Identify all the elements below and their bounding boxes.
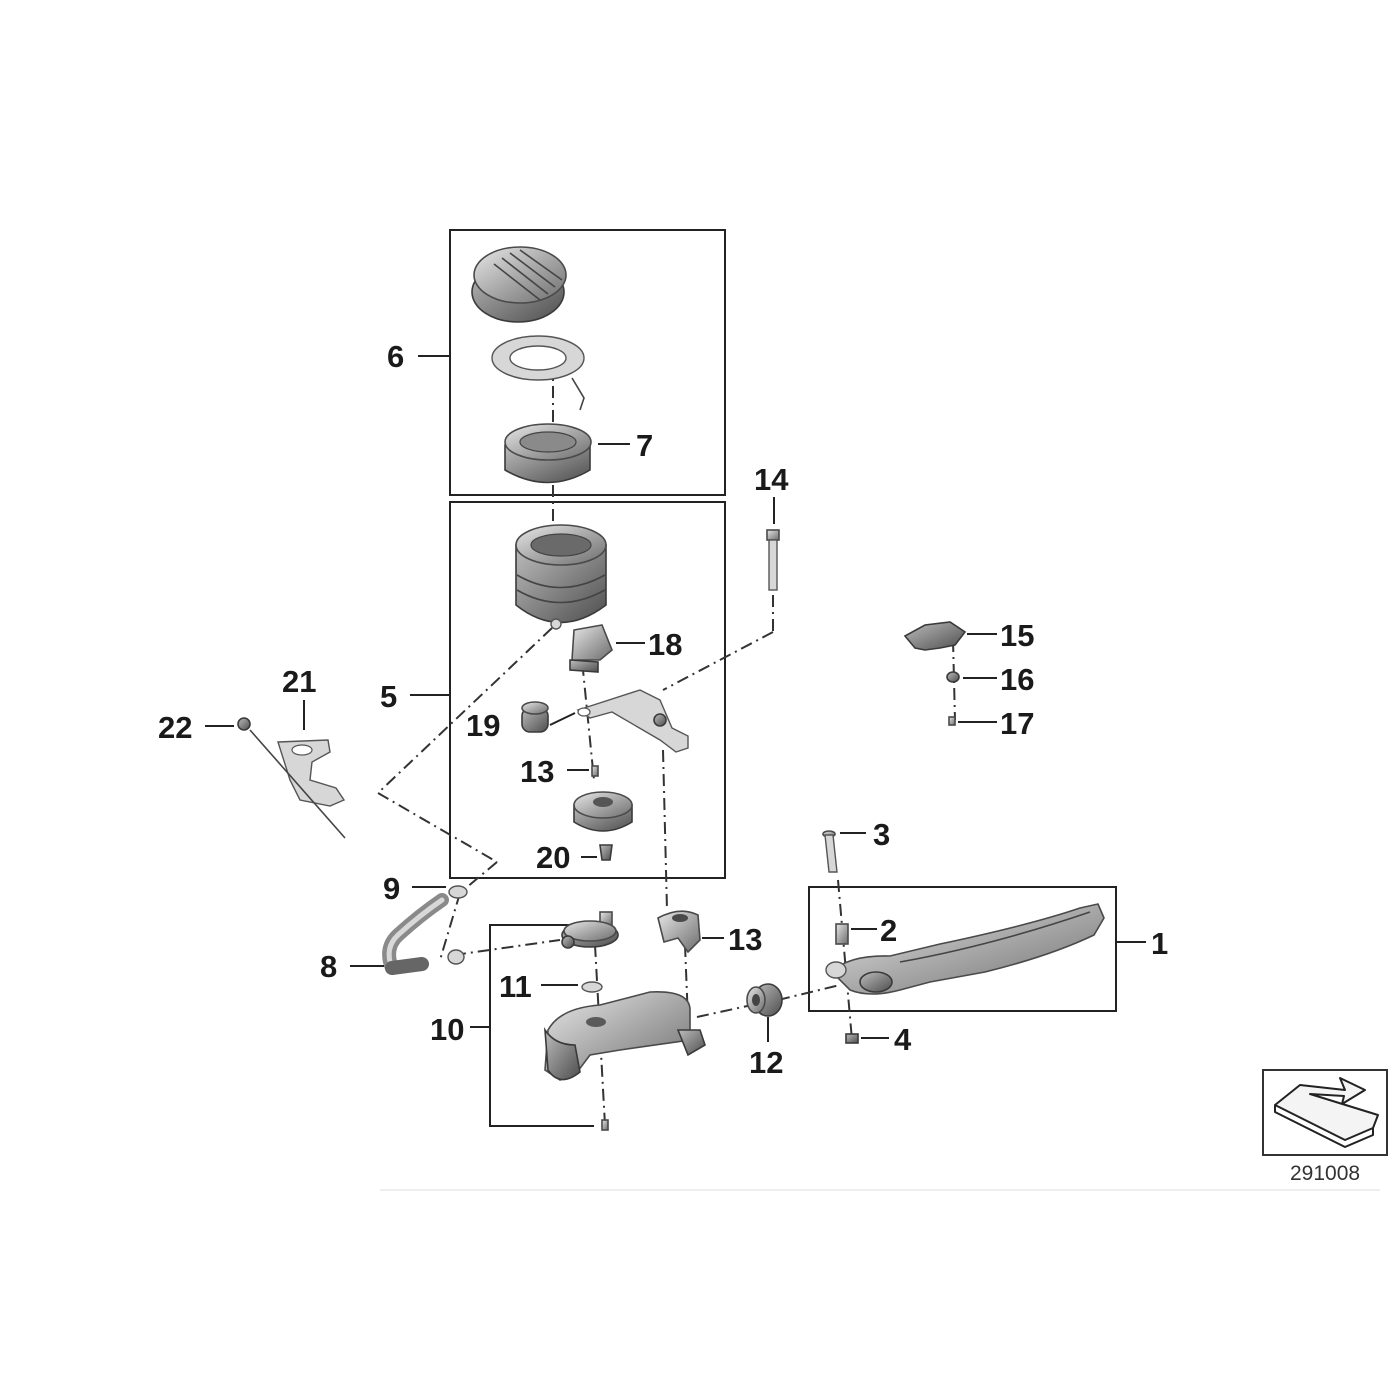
callout-3: 3 (873, 817, 890, 852)
reservoir-cap-frame (449, 229, 726, 496)
reference-number: 291008 (1290, 1162, 1360, 1185)
bracket-21 (277, 739, 346, 807)
callout-18: 18 (648, 627, 682, 662)
handlebar-clamp-13 (657, 910, 701, 954)
callout-5: 5 (380, 679, 397, 714)
callout-4: 4 (894, 1022, 912, 1057)
callout-12: 12 (749, 1045, 783, 1080)
callout-21: 21 (282, 664, 316, 699)
callout-17: 17 (1000, 706, 1034, 741)
callout-13-upper: 13 (520, 754, 554, 789)
callout-2: 2 (880, 913, 897, 948)
screw-20 (599, 844, 613, 861)
callout-9: 9 (383, 871, 400, 906)
callout-6: 6 (387, 339, 404, 374)
cup (573, 791, 633, 832)
banjo-bolt (561, 911, 619, 949)
bolt-14 (766, 529, 780, 591)
pivot-pin-3 (822, 830, 838, 873)
small-screw (591, 765, 599, 777)
reservoir-body (515, 524, 607, 630)
callout-11: 11 (499, 969, 532, 1004)
brake-lever (825, 903, 1105, 995)
callout-1: 1 (1151, 926, 1168, 961)
switch-15 (903, 621, 967, 651)
callout-10: 10 (430, 1012, 464, 1047)
screw-22 (237, 717, 251, 731)
clip (569, 624, 613, 673)
callout-15: 15 (1000, 618, 1034, 653)
sleeve-2 (835, 923, 849, 945)
nut-4 (845, 1033, 859, 1044)
diaphragm-ring (491, 335, 585, 411)
assembly-lines (377, 338, 956, 1126)
reservoir-cap (471, 246, 567, 323)
callout-19: 19 (466, 708, 500, 743)
mounting-plate (576, 689, 689, 753)
grommet (521, 701, 549, 733)
master-cylinder-bolt (601, 1119, 609, 1131)
hose-clamp-9 (448, 885, 468, 899)
callout-13-lower: 13 (728, 922, 762, 957)
brake-hose (382, 893, 449, 975)
reservoir-insert (504, 423, 592, 484)
hose-clamp (447, 949, 465, 965)
screw-17 (948, 716, 956, 726)
washer-16 (946, 671, 960, 683)
reservoir-frame (449, 501, 726, 879)
seal-ring-11 (581, 981, 603, 993)
master-cylinder (543, 991, 706, 1081)
callout-8: 8 (320, 949, 337, 984)
callout-16: 16 (1000, 662, 1034, 697)
bushing-12 (746, 983, 783, 1017)
leader-lines (205, 355, 1146, 1042)
callout-22: 22 (158, 710, 192, 745)
master-cylinder-bracket (489, 924, 594, 1127)
callout-14: 14 (754, 462, 789, 497)
callout-20: 20 (536, 840, 570, 875)
lever-frame (808, 886, 1117, 1012)
bracket-21-axis (249, 729, 346, 839)
exploded-view-arrow-icon (1262, 1069, 1388, 1156)
callout-7: 7 (636, 428, 653, 463)
